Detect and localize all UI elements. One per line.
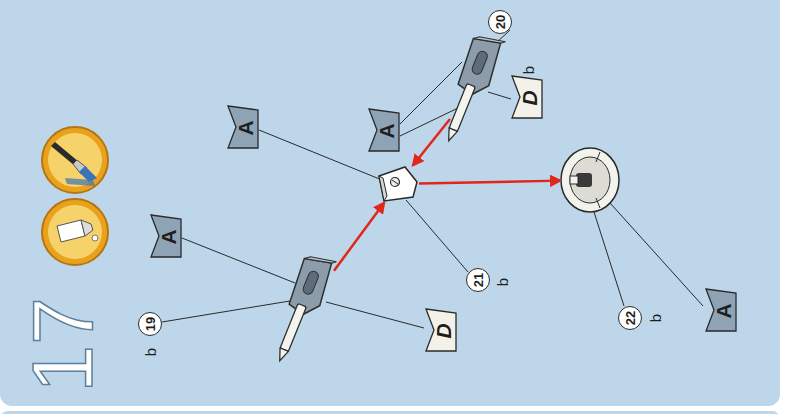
part-region: b19: [282, 256, 334, 356]
flag-letter: A: [158, 229, 179, 244]
cap-rim: [561, 148, 619, 212]
flag-letter: A: [376, 123, 397, 138]
callout-prefix: b: [648, 314, 663, 322]
callout-number: 21: [466, 268, 490, 292]
clip-part-19: [265, 250, 337, 367]
flag-a: [706, 289, 736, 331]
icon-ring: [42, 199, 108, 265]
flag-a: [369, 109, 399, 151]
leader-line: [488, 92, 511, 99]
flags: [151, 76, 736, 351]
assembly-arrow: [419, 181, 560, 184]
flag-a: [151, 215, 181, 257]
callout-number: 20: [488, 10, 512, 34]
cap-tab: [570, 176, 578, 184]
leader-line: [594, 212, 624, 306]
icon-face: [48, 133, 102, 187]
flag-d: [512, 76, 542, 118]
block-part-21: [379, 167, 417, 201]
leader-line: [162, 300, 296, 322]
leader-line: [326, 302, 424, 328]
glue-drop: [92, 235, 98, 241]
callout-number: 19: [138, 312, 162, 336]
cap-part-22: [561, 148, 619, 212]
flag-d: [426, 309, 456, 351]
clip-part-20: [434, 30, 506, 147]
part-region: b20: [450, 30, 506, 138]
glue-tube: [57, 220, 85, 242]
leader-line: [259, 130, 382, 180]
leader-line: [400, 62, 462, 124]
leader-line: [182, 238, 295, 283]
brush-icon: [42, 127, 108, 193]
block-side: [379, 176, 387, 201]
cap-rib: [596, 198, 600, 208]
icon-face: [48, 205, 102, 259]
cap-rib: [596, 152, 600, 162]
flag-letter: D: [433, 323, 454, 338]
part-region: b21: [377, 165, 419, 203]
next-panel: [0, 411, 780, 414]
callout-prefix: b: [143, 348, 158, 356]
block-body: [379, 167, 417, 201]
block-hole: [391, 178, 400, 187]
leader-line: [406, 200, 468, 272]
part-region: b22: [560, 147, 620, 213]
flag-letter: A: [713, 303, 734, 318]
callout-prefix: b: [521, 66, 536, 74]
flag-letter: D: [519, 90, 540, 105]
block-slot: [392, 180, 398, 184]
glue-nozzle: [81, 220, 93, 236]
glue-icon: [42, 199, 108, 265]
flag-letter: A: [235, 120, 256, 135]
panel-ground: [0, 0, 780, 406]
leader-line: [610, 203, 703, 306]
assembly-arrow: [413, 119, 450, 165]
step-number: 17: [19, 297, 105, 393]
icon-ring: [42, 127, 108, 193]
callout-prefix: b: [495, 278, 510, 286]
cap-face: [570, 157, 610, 203]
leader-lines: [162, 30, 703, 328]
callout-number: 22: [618, 306, 642, 330]
flag-a: [228, 106, 258, 148]
assembly-arrow: [334, 203, 384, 271]
paint-stroke: [65, 178, 95, 186]
